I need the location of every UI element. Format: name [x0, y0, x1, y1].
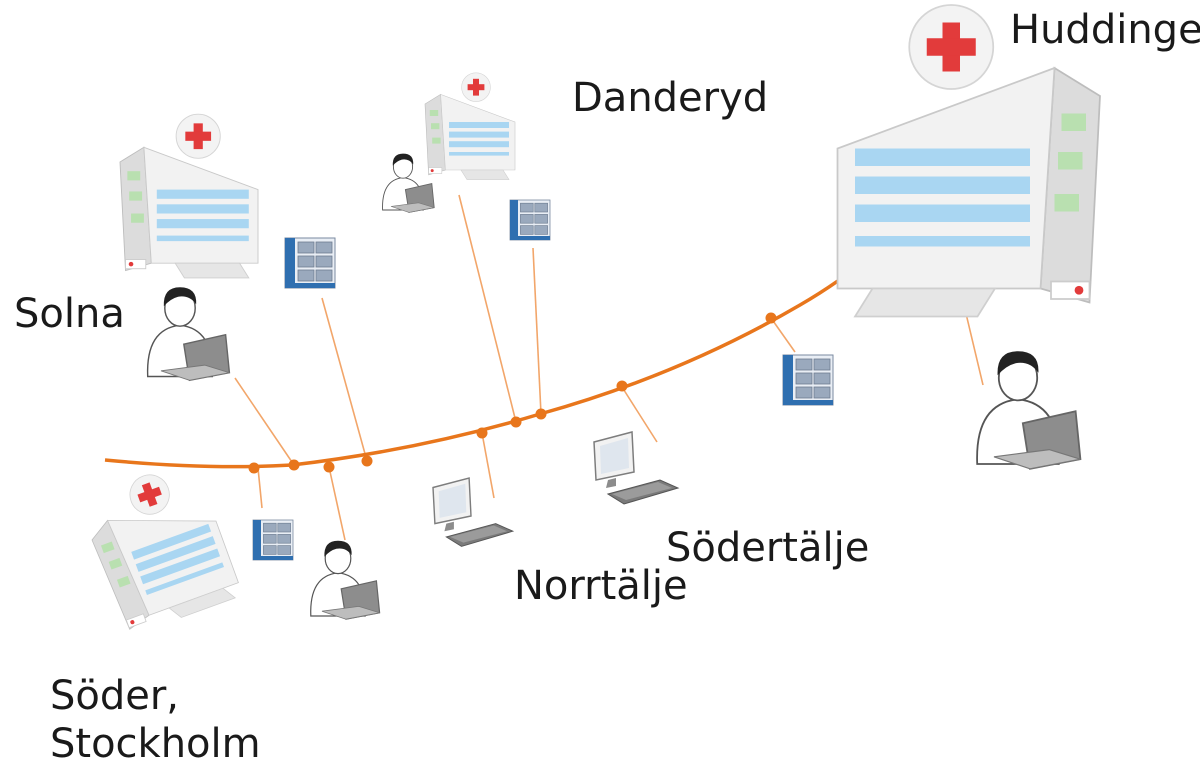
person-with-laptop-icon: [310, 540, 381, 620]
server-rack-icon: [252, 519, 294, 561]
person-with-laptop-icon: [382, 153, 435, 213]
hospital-icon: [77, 457, 244, 638]
hospital-icon: [424, 72, 516, 180]
label-danderyd: Danderyd: [572, 75, 769, 121]
label-solna: Solna: [14, 291, 125, 337]
server-rack-icon: [782, 354, 834, 406]
person-with-laptop-icon: [976, 350, 1082, 470]
desktop-computer-icon: [593, 431, 679, 505]
label-huddinge: Huddinge: [1010, 7, 1200, 53]
server-rack-icon: [509, 199, 551, 241]
label-soder: Söder,: [50, 673, 180, 719]
label-norrtalje: Norrtälje: [514, 563, 688, 609]
label-sodertalje: Södertälje: [666, 525, 870, 571]
desktop-computer-icon: [432, 477, 514, 548]
server-rack-icon: [284, 237, 336, 289]
person-with-laptop-icon: [146, 286, 231, 382]
hospital-icon: [119, 113, 259, 279]
label-stockholm: Stockholm: [50, 721, 261, 767]
